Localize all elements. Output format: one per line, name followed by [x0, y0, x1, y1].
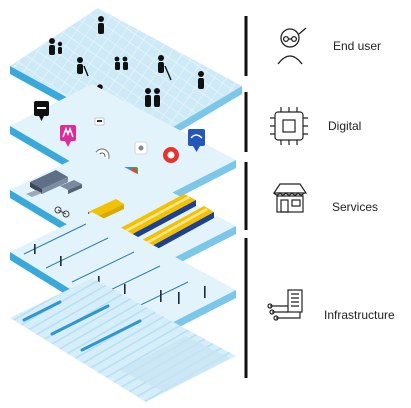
person-with-glasses-icon — [277, 27, 307, 65]
infrastructure-base-layer — [10, 278, 236, 402]
storefront-icon — [272, 183, 308, 213]
car-icon — [26, 190, 42, 197]
app-pin-pink — [60, 125, 76, 147]
person-standing-icon — [198, 71, 204, 89]
circuit-chip-icon — [270, 107, 308, 145]
utility-poles — [34, 244, 206, 304]
tile-top-digital — [10, 84, 236, 206]
tile-top-infrastructure — [10, 212, 236, 336]
switchboard-icon — [267, 289, 303, 321]
children-icon — [114, 56, 128, 70]
family-icon — [49, 38, 63, 55]
blind-person-cane-icon — [158, 55, 172, 81]
app-pin-blue — [188, 129, 205, 152]
app-pin-red — [163, 147, 179, 163]
elderly-walker-icon — [77, 57, 89, 77]
app-pin-small — [94, 117, 105, 126]
bicycle-icon — [54, 206, 70, 218]
app-pin-white — [134, 141, 148, 155]
road-strips — [22, 300, 142, 352]
van-icon — [60, 180, 82, 194]
bus-icon — [30, 170, 68, 194]
person-icon — [98, 16, 104, 34]
couple-icon — [145, 88, 160, 107]
app-pin-black — [34, 101, 49, 121]
label-digital: Digital — [328, 119, 361, 133]
label-end-user: End user — [333, 39, 381, 53]
label-infrastructure: Infrastructure — [324, 308, 395, 322]
rail-yard — [120, 336, 230, 392]
label-services: Services — [332, 200, 378, 214]
people-icons — [49, 16, 204, 108]
